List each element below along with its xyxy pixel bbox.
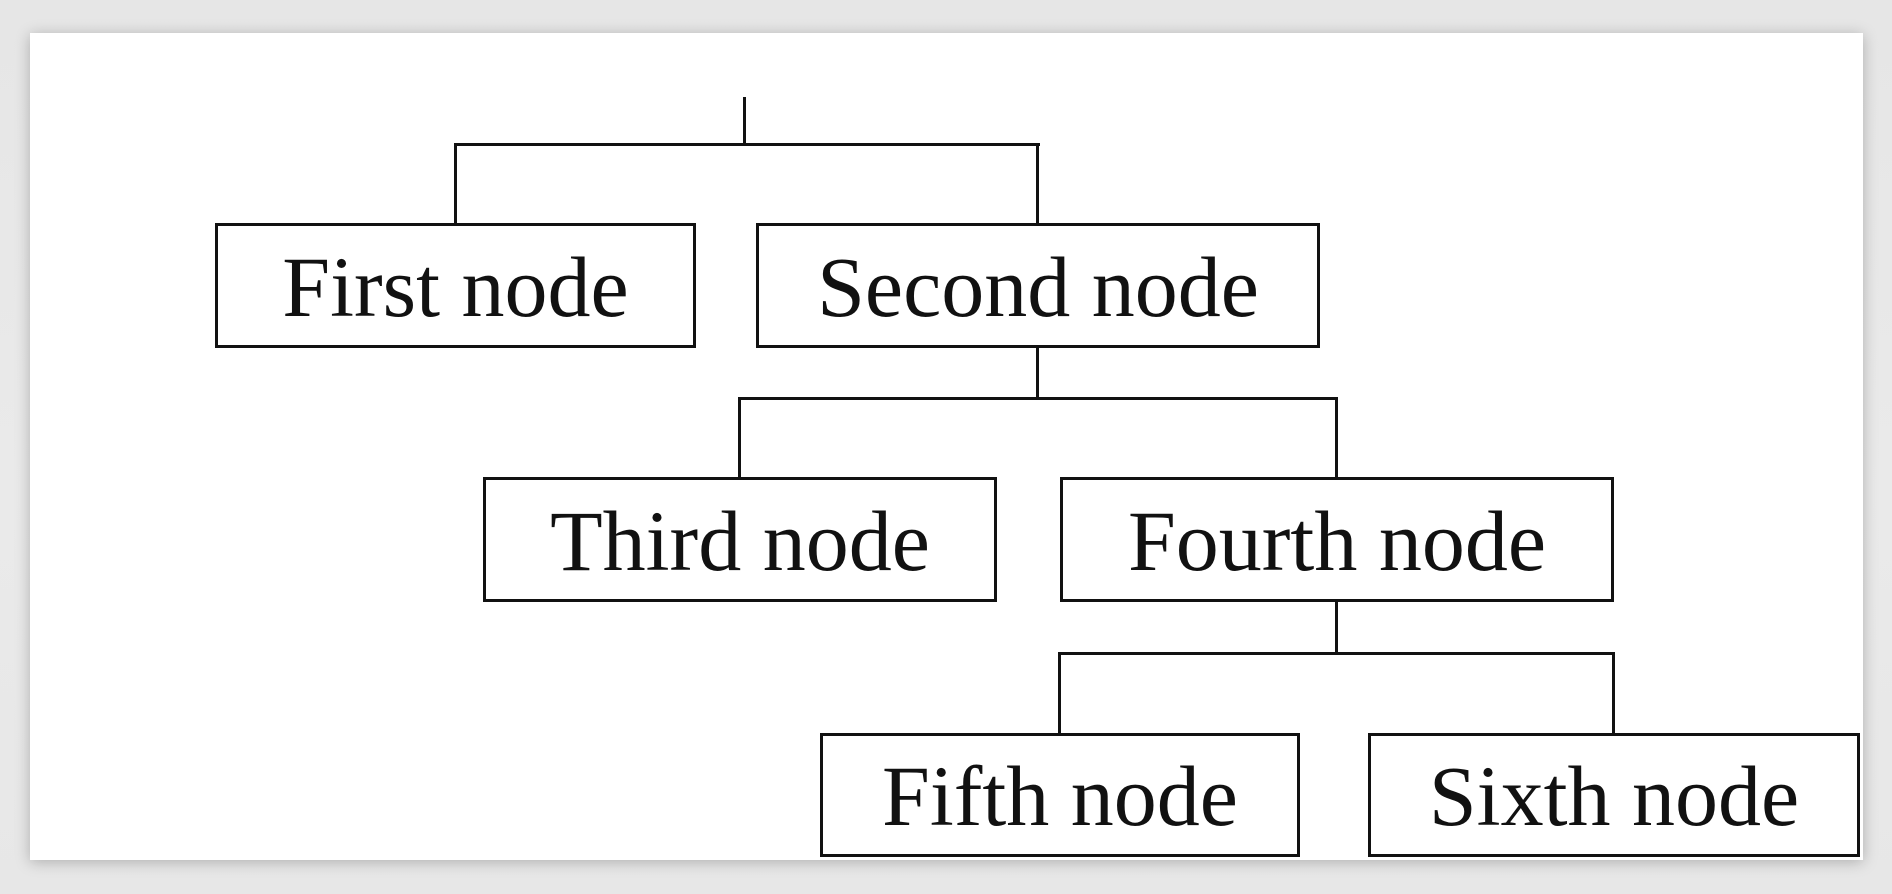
edge-rail-level-1 (454, 143, 1040, 146)
edge-to-fourth-node (1335, 397, 1338, 477)
edge-from-fourth-node (1335, 602, 1338, 652)
tree-node-sixth: Sixth node (1368, 733, 1860, 857)
edge-to-third-node (738, 397, 741, 477)
document-page: First node Second node Third node Fourth… (30, 33, 1863, 860)
edge-rail-level-3 (1058, 652, 1615, 655)
tree-node-third: Third node (483, 477, 997, 602)
edge-to-first-node (454, 143, 457, 223)
tree-node-fifth: Fifth node (820, 733, 1300, 857)
edge-root-stub (743, 97, 746, 146)
tree-node-fourth: Fourth node (1060, 477, 1614, 602)
edge-to-sixth-node (1612, 652, 1615, 733)
edge-to-second-node (1036, 143, 1039, 223)
tree-node-first: First node (215, 223, 696, 348)
edge-from-second-node (1036, 348, 1039, 397)
tree-node-second: Second node (756, 223, 1320, 348)
edge-to-fifth-node (1058, 652, 1061, 733)
edge-rail-level-2 (738, 397, 1338, 400)
